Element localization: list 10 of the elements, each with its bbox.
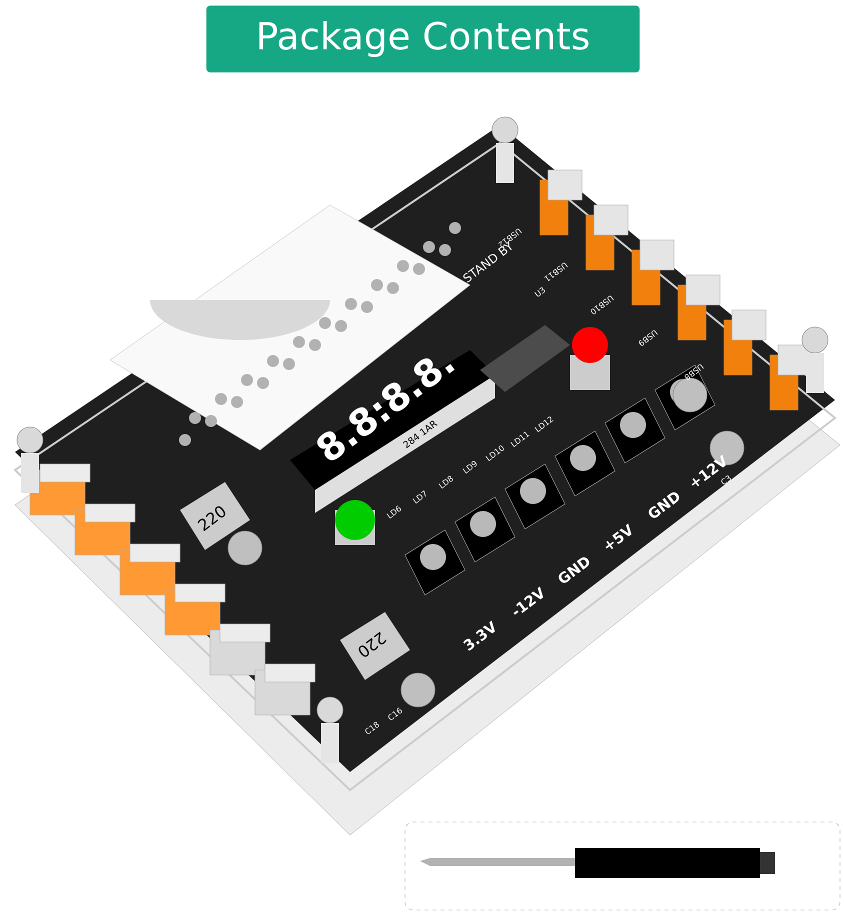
silkscreen-label: LD8 — [438, 476, 453, 489]
silkscreen-label: C18 — [365, 722, 379, 734]
component-marking: 220 — [198, 506, 226, 532]
silkscreen-label: C16 — [388, 708, 402, 720]
silkscreen-label: U3 — [534, 287, 545, 297]
component-marking: 220 — [358, 632, 386, 657]
title-banner: Package Contents — [206, 6, 640, 72]
silkscreen-label: LD9 — [462, 461, 477, 474]
silkscreen-label: LD7 — [412, 490, 426, 504]
silkscreen-label: LD6 — [386, 506, 401, 519]
